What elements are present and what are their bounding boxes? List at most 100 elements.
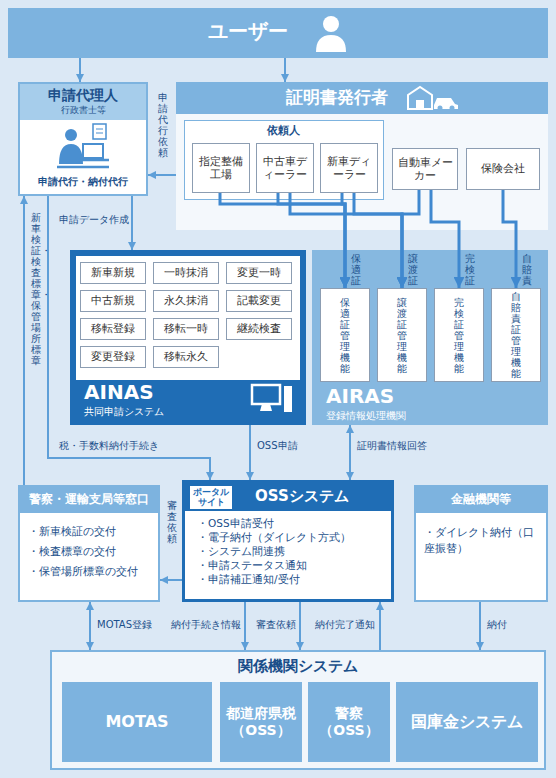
system-box: 都道府県税（OSS） (220, 682, 302, 762)
node-text: OSSシステム (255, 487, 349, 506)
node-text: ・申請補正通知/受付 (197, 573, 300, 586)
node-text: 共同申請システム (84, 406, 164, 419)
node-heading: 保適証 管理機能 (340, 297, 350, 374)
node-heading: 変更一時 (237, 266, 281, 279)
edge-label: 申請代行依頼 (157, 92, 169, 158)
node-heading: 一時抹消 (164, 266, 208, 279)
edge-label: 審査依頼 (255, 619, 297, 631)
connector-arrow (160, 579, 182, 581)
edge-label: 完検証 (464, 253, 476, 286)
node-heading: 中古新規 (91, 294, 135, 307)
system-box: AIRAS登録情報処理機関保適証 管理機能譲渡証 管理機能完検証 管理機能自賠責… (312, 250, 548, 425)
process-box: 記載変更 (226, 290, 292, 312)
node-heading: 証明書発行者 (286, 87, 388, 108)
node-heading: 都道府県税 (226, 705, 296, 723)
node-heading: 永久抹消 (164, 294, 208, 307)
function-box: 保適証 管理機能 (320, 288, 370, 382)
node-heading: 警察・運輸支局等窓口 (20, 492, 158, 507)
node-heading: 新車新規 (91, 266, 135, 279)
node-heading: MOTAS (105, 712, 168, 732)
node-text: 申請代行・納付代行 (20, 176, 146, 189)
node-heading: 指定整備工場 (195, 155, 247, 181)
function-box: 譲渡証 管理機能 (377, 288, 427, 382)
edge-label: 申請データ作成 (58, 214, 130, 226)
connector-arrow (89, 602, 91, 650)
node-text: ・電子納付（ダイレクト方式） (197, 531, 351, 544)
node-heading: 申請代理人 (20, 87, 146, 105)
connector-arrow (284, 58, 286, 82)
node-heading: 継続検査 (237, 322, 281, 335)
connector-arrow (349, 425, 351, 480)
process-box: 移転登録 (80, 318, 146, 340)
edge-label: OSS申請 (256, 440, 299, 452)
connector-arrow (479, 602, 481, 650)
system-box: ポータル サイトOSSシステム・OSS申請受付・電子納付（ダイレクト方式）・シス… (182, 480, 394, 602)
node-heading: 新車ディーラー (323, 155, 375, 181)
node-text: ・新車検証の交付 (28, 525, 116, 538)
agent-icon (55, 122, 111, 172)
process-box: 一時抹消 (153, 262, 219, 284)
process-box: 移転永久 (153, 346, 219, 368)
node-text: （OSS） (319, 722, 378, 740)
node-heading: 譲渡証 管理機能 (397, 297, 407, 374)
node-heading: 移転登録 (91, 322, 135, 335)
node-heading: 移転一時 (164, 322, 208, 335)
office-box: 金融機関等・ダイレクト納付（口座振替） (414, 485, 548, 602)
system-box: AINAS共同申請システム 新車新規 一時抹消 変更一時中古新規 永久抹消 記載変更移転登… (70, 250, 306, 425)
node-heading: 自動車メーカー (395, 156, 455, 182)
system-box: 国庫金システム (396, 682, 538, 762)
function-box: 完検証 管理機能 (434, 288, 484, 382)
edge-label: 税・手数料納付手続き (58, 440, 160, 452)
edge-label: 納付完了通知 (314, 619, 376, 631)
process-box: 継続検査 (226, 318, 292, 340)
node-text: ・検査標章の交付 (28, 545, 116, 558)
process-box: 永久抹消 (153, 290, 219, 312)
node-text: ・保管場所標章の交付 (28, 565, 138, 578)
node-heading: 中古車ディーラー (259, 155, 311, 181)
process-box: 中古新規 (80, 290, 146, 312)
function-box: 自賠責証 管理機能 (491, 288, 541, 382)
edge-label: 証明書情報回答 (356, 440, 428, 452)
connector-arrow (244, 602, 246, 650)
node-heading: 関係機関システム (52, 657, 544, 676)
edge-label: 納付 (486, 619, 508, 631)
node-heading: 移転永久 (164, 350, 208, 363)
node-heading: 記載変更 (237, 294, 281, 307)
node-heading: AINAS (84, 380, 154, 405)
process-box: 移転一時 (153, 318, 219, 340)
connector-arrow (131, 196, 133, 250)
edge-label: 新車検証・検査標章・保管場所標章 (30, 212, 42, 366)
process-box: 保険会社 (466, 148, 540, 190)
node-heading: 依頼人 (185, 124, 382, 138)
node-heading: 保険会社 (481, 162, 525, 175)
connector-arrow (379, 602, 381, 650)
node-heading: 完検証 管理機能 (454, 297, 464, 374)
connector-arrow (249, 425, 251, 480)
node-text: 行政書士等 (20, 105, 146, 116)
group-box: 関係機関システムMOTAS都道府県税（OSS）警察（OSS）国庫金システム (50, 650, 546, 770)
actor-box: 証明書発行者依頼人指定整備工場中古車ディーラー新車ディーラー自動車メーカー 保険会… (176, 82, 548, 230)
office-box: 警察・運輸支局等窓口・新車検証の交付・検査標章の交付・保管場所標章の交付 (18, 485, 160, 602)
edge-label: 納付手続き情報 (170, 619, 242, 631)
node-heading: 警察 (335, 705, 363, 723)
system-box: 警察（OSS） (308, 682, 390, 762)
actor-box: 申請代理人行政書士等申請代行・納付代行 (18, 82, 148, 196)
node-text: ・ダイレクト納付（口座振替） (424, 525, 542, 557)
process-box: 変更登録 (80, 346, 146, 368)
person-icon (313, 14, 349, 52)
node-text: （OSS） (231, 722, 290, 740)
node-heading: 変更登録 (91, 350, 135, 363)
process-box: 変更一時 (226, 262, 292, 284)
process-box: 自動車メーカー (392, 148, 458, 190)
edge-label: 保適証 (350, 253, 362, 286)
node-heading: 金融機関等 (416, 492, 546, 507)
node-text: ・申請ステータス通知 (197, 559, 307, 572)
process-box: 指定整備工場 (192, 143, 250, 193)
group-box: 依頼人指定整備工場中古車ディーラー新車ディーラー (184, 120, 384, 200)
header-bar: ユーザー (8, 8, 548, 58)
node-heading: AIRAS (326, 384, 394, 409)
connector-arrow (79, 58, 81, 82)
carhouse-icon (406, 85, 460, 111)
node-heading: 国庫金システム (411, 712, 523, 732)
